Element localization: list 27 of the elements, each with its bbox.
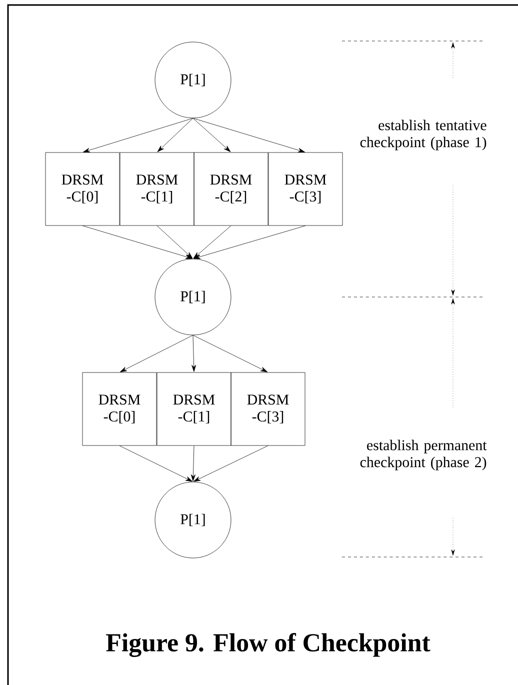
process-box: DRSM -C[0]	[82, 372, 157, 446]
arrow	[119, 446, 193, 482]
arrow	[193, 446, 268, 482]
arrow	[192, 118, 306, 152]
arrow	[192, 335, 196, 372]
arrow	[82, 226, 193, 259]
arrow	[190, 446, 196, 482]
arrow	[156, 226, 193, 259]
process-box: DRSM -C[3]	[230, 372, 306, 446]
phase-note: establish permanent checkpoint (phase 2)	[360, 440, 487, 470]
process-box: DRSM -C[1]	[120, 152, 194, 226]
caption: Figure 9. Flow of Checkpoint	[106, 633, 430, 657]
arrow	[192, 118, 231, 152]
process-box: DRSM -C[3]	[268, 152, 343, 226]
circle-node: P[1]	[154, 482, 232, 558]
process-box: DRSM -C[1]	[156, 372, 232, 446]
circle-node: P[1]	[154, 258, 232, 336]
arrow	[82, 118, 194, 152]
arrow	[120, 335, 194, 372]
phase-note: establish tentative checkpoint (phase 1)	[360, 120, 486, 150]
arrow	[193, 226, 306, 259]
arrow	[193, 226, 232, 259]
process-box: DRSM -C[0]	[45, 152, 120, 226]
circle-node: P[1]	[154, 42, 232, 118]
arrow	[192, 335, 268, 372]
arrow	[157, 118, 194, 152]
process-box: DRSM -C[2]	[194, 152, 268, 226]
